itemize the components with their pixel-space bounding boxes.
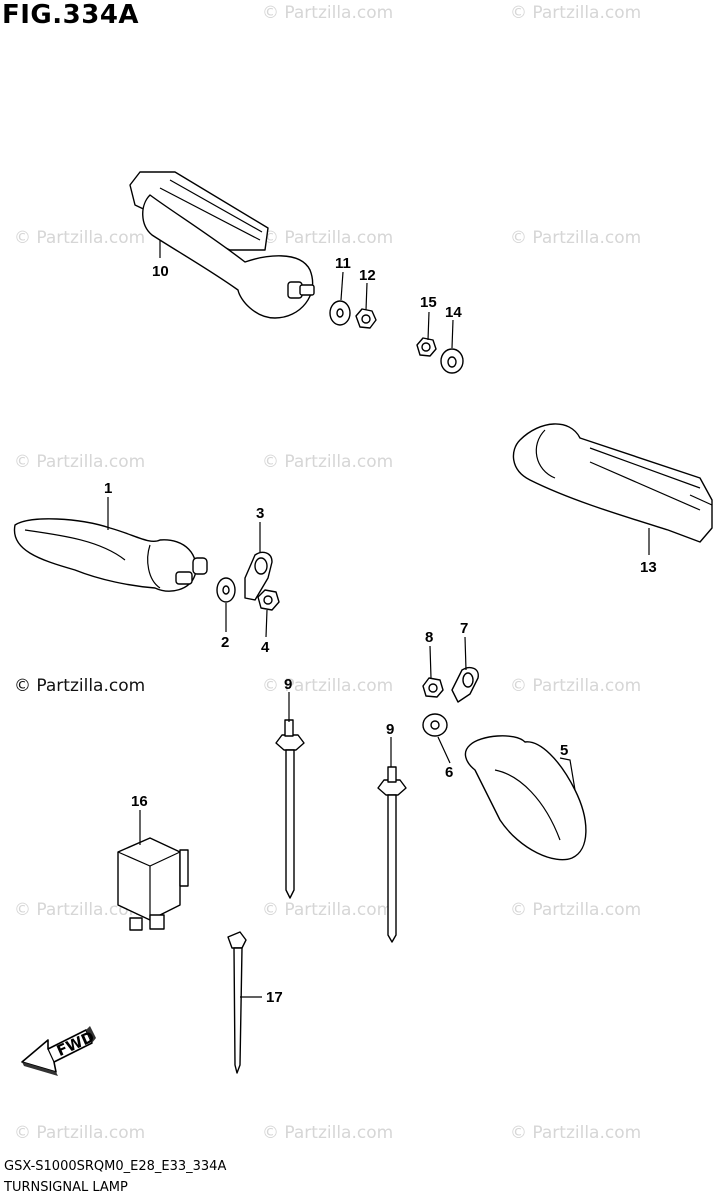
fwd-label: FWD bbox=[54, 1028, 97, 1060]
watermark: © Partzilla.com bbox=[262, 1123, 394, 1143]
callout-10: 10 bbox=[152, 263, 169, 280]
callout-9: 9 bbox=[284, 676, 292, 693]
part-14-washer[interactable] bbox=[440, 348, 464, 374]
part-16-relay[interactable] bbox=[117, 837, 189, 931]
watermark: © Partzilla.com bbox=[262, 3, 394, 23]
watermark: © Partzilla.com bbox=[14, 228, 146, 248]
part-11-washer[interactable] bbox=[329, 300, 351, 326]
watermark: © Partzilla.com bbox=[262, 452, 394, 472]
figure-title: FIG.334A bbox=[2, 0, 140, 30]
watermark: © Partzilla.com bbox=[510, 676, 642, 696]
callout-17: 17 bbox=[266, 989, 283, 1006]
callout-5: 5 bbox=[560, 742, 568, 759]
part-17-cable-tie[interactable] bbox=[227, 931, 247, 1074]
part-8-nut[interactable] bbox=[422, 677, 444, 698]
callout-1: 1 bbox=[104, 480, 112, 497]
watermark: © Partzilla.com bbox=[510, 900, 642, 920]
part-9-clamp[interactable] bbox=[377, 766, 407, 943]
part-15-nut[interactable] bbox=[416, 337, 437, 357]
fwd-arrow-icon: FWD bbox=[21, 1026, 97, 1076]
callout-6: 6 bbox=[445, 764, 453, 781]
part-1-turnsignal-front[interactable] bbox=[13, 518, 208, 592]
watermark: © Partzilla.com bbox=[262, 900, 394, 920]
callout-11: 11 bbox=[335, 255, 351, 272]
part-13-turnsignal-rear[interactable] bbox=[512, 423, 713, 543]
diagram-code: GSX-S1000SRQM0_E28_E33_334A bbox=[4, 1159, 227, 1174]
callout-3: 3 bbox=[256, 505, 264, 522]
part-7-bracket[interactable] bbox=[451, 666, 479, 703]
callout-8: 8 bbox=[425, 629, 433, 646]
part-9-clamp[interactable] bbox=[275, 719, 305, 899]
callout-9: 9 bbox=[386, 721, 394, 738]
callout-13: 13 bbox=[640, 559, 657, 576]
leader-lines bbox=[107, 240, 650, 998]
watermark-dark: © Partzilla.com bbox=[14, 676, 146, 696]
watermark: © Partzilla.com bbox=[262, 228, 394, 248]
part-10-turnsignal-rear[interactable] bbox=[129, 171, 315, 319]
part-6-washer[interactable] bbox=[422, 713, 448, 737]
callout-15: 15 bbox=[420, 294, 437, 311]
callout-7: 7 bbox=[460, 620, 468, 637]
watermark: © Partzilla.com bbox=[262, 676, 394, 696]
watermark: © Partzilla.com bbox=[510, 1123, 642, 1143]
callout-12: 12 bbox=[359, 267, 376, 284]
part-2-washer[interactable] bbox=[216, 577, 236, 603]
part-4-nut[interactable] bbox=[257, 589, 280, 611]
part-12-nut[interactable] bbox=[355, 308, 377, 329]
watermark: © Partzilla.com bbox=[14, 1123, 146, 1143]
callout-2: 2 bbox=[221, 634, 229, 651]
part-5-turnsignal-front[interactable] bbox=[464, 735, 587, 861]
part-3-bracket[interactable] bbox=[244, 551, 273, 601]
callout-16: 16 bbox=[131, 793, 148, 810]
watermark: © Partzilla.com bbox=[510, 228, 642, 248]
watermark: © Partzilla.com bbox=[14, 452, 146, 472]
callout-4: 4 bbox=[261, 639, 270, 656]
watermark: © Partzilla.com bbox=[14, 900, 146, 920]
diagram-caption: TURNSIGNAL LAMP bbox=[4, 1180, 128, 1195]
callout-14: 14 bbox=[445, 304, 462, 321]
watermark: © Partzilla.com bbox=[510, 3, 642, 23]
